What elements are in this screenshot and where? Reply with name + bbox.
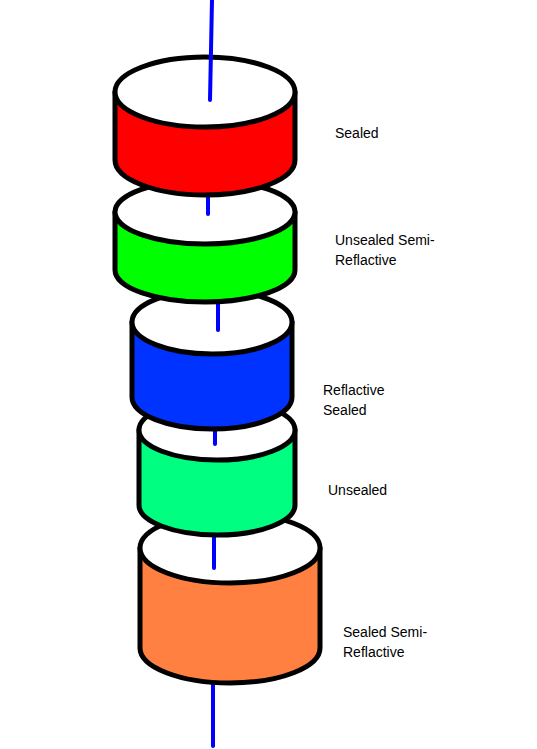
disk-label: Reflactive Sealed (323, 380, 405, 420)
disk-label: Sealed (335, 123, 379, 143)
disk-label: Unsealed Semi-Reflactive (335, 230, 447, 270)
disk-label: Unsealed (328, 480, 387, 500)
disk-label: Sealed Semi-Reflactive (343, 622, 455, 662)
